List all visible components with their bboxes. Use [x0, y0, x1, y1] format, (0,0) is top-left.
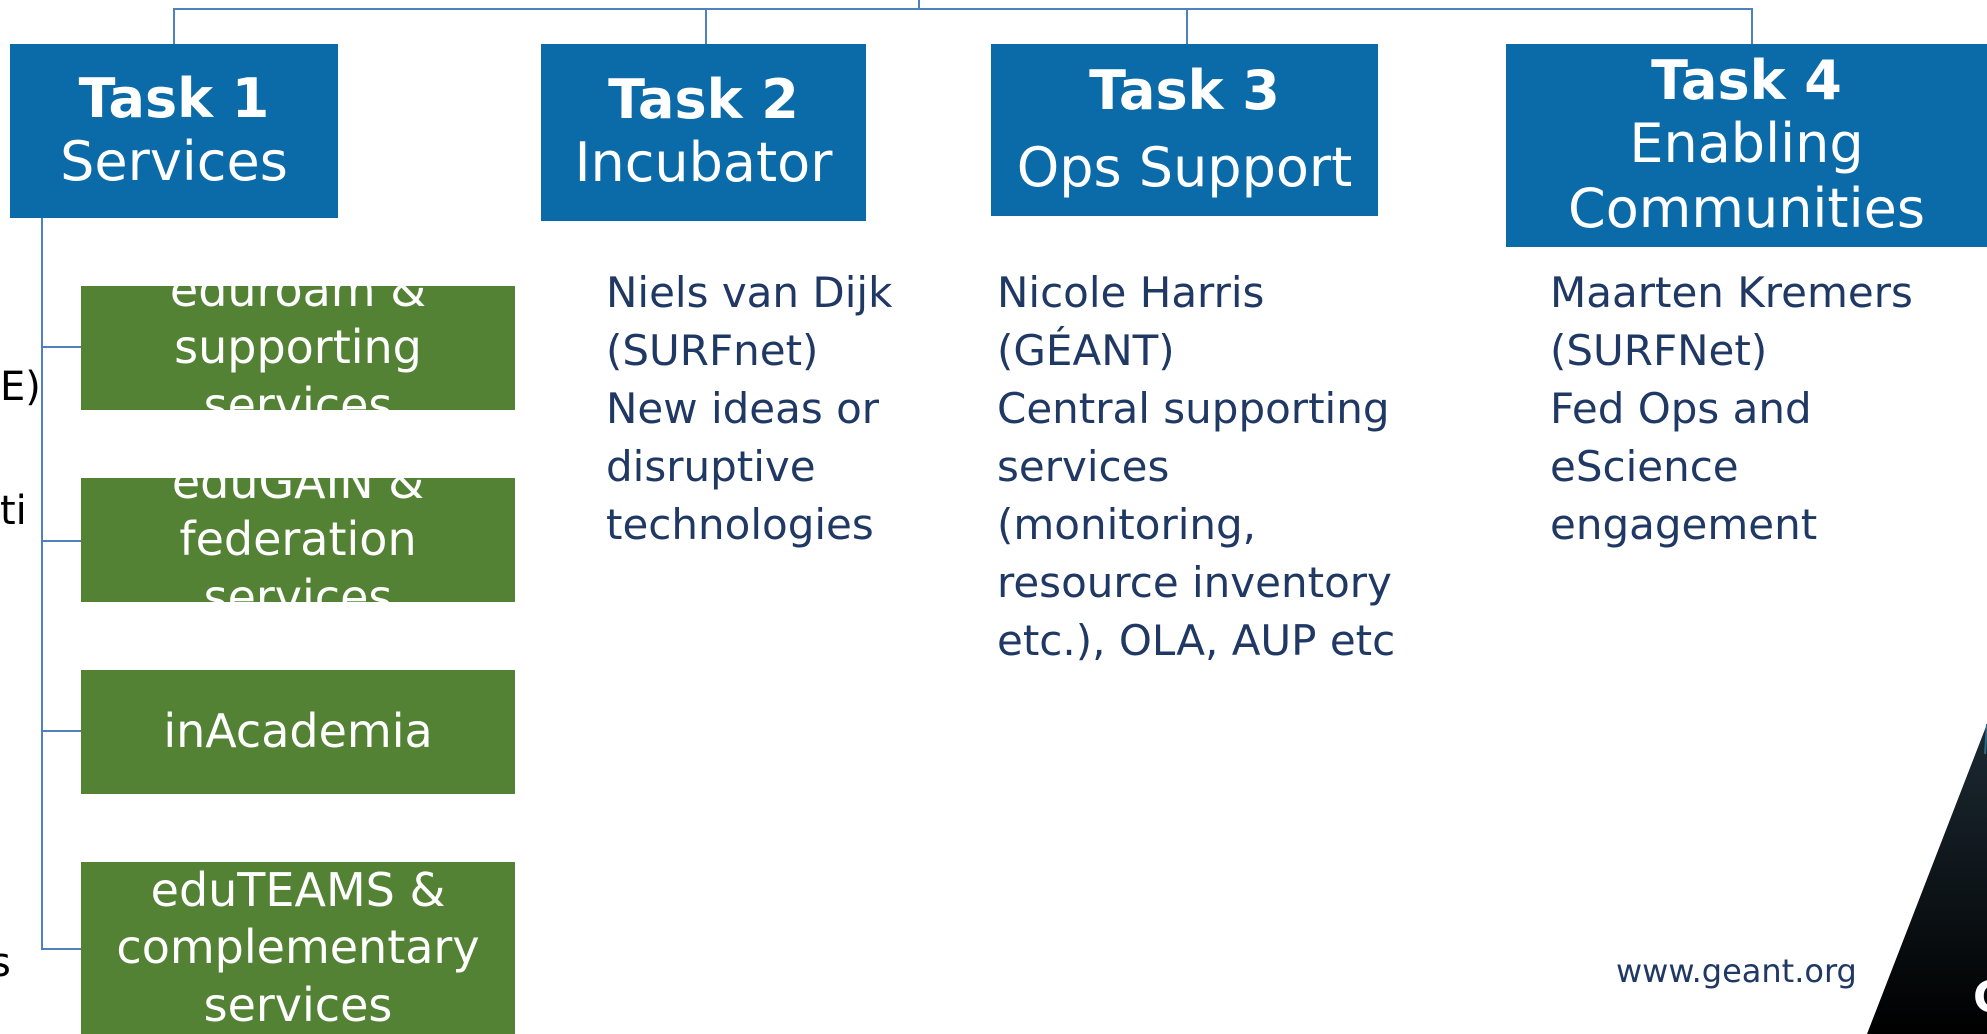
geant-logo-corner: G	[1867, 723, 1987, 1034]
service-eduroam-line2: supporting services	[174, 320, 422, 432]
task-4-subtitle-line2: Communities	[1568, 176, 1925, 240]
left-edge-fragment: ti	[0, 488, 27, 534]
service-3-branch	[41, 730, 81, 732]
service-edugain-box: eduGAIN & federation services	[81, 455, 515, 624]
left-edge-fragment: E)	[0, 364, 41, 410]
task-2-details: Niels van Dijk (SURFnet) New ideas or di…	[606, 264, 892, 554]
logo-letter: G	[1973, 972, 1987, 1023]
task-4-subtitle-line1: Enabling	[1629, 111, 1864, 175]
task-3-subtitle: Ops Support	[1016, 135, 1353, 199]
task-3-box: Task 3 Ops Support	[991, 44, 1378, 216]
task-4-desc-line: Fed Ops and	[1550, 384, 1812, 433]
service-inacademia-box: inAcademia	[81, 670, 515, 794]
task-1-title: Task 1	[78, 66, 270, 130]
task-3-title: Task 3	[1089, 58, 1280, 122]
task3-connector	[1186, 8, 1188, 44]
task-2-lead: Niels van Dijk	[606, 268, 893, 317]
service-2-branch	[41, 540, 81, 542]
task-3-desc-line: Central supporting	[997, 384, 1390, 433]
service-eduroam-line1: eduroam &	[169, 262, 427, 317]
task-4-box: Task 4 Enabling Communities	[1506, 44, 1987, 247]
task-4-org: (SURFNet)	[1550, 326, 1768, 375]
task-2-desc-line: technologies	[606, 500, 874, 549]
logo-wedge-shape	[1867, 724, 1987, 1034]
task1-connector	[173, 8, 175, 44]
task-2-desc-line: disruptive	[606, 442, 816, 491]
service-eduteams-line1: eduTEAMS &	[150, 862, 446, 917]
task-2-org: (SURFnet)	[606, 326, 819, 375]
task2-connector	[705, 8, 707, 44]
task-4-lead: Maarten Kremers	[1550, 268, 1913, 317]
task-2-desc-line: New ideas or	[606, 384, 880, 433]
service-eduteams-box: eduTEAMS & complementary services	[81, 862, 515, 1034]
service-eduroam-box: eduroam & supporting services	[81, 263, 515, 432]
task-2-subtitle: Incubator	[574, 131, 833, 195]
service-1-branch	[41, 346, 81, 348]
task-3-lead: Nicole Harris	[997, 268, 1265, 317]
service-inacademia-label: inAcademia	[163, 704, 433, 759]
task-1-subtitle: Services	[60, 129, 288, 193]
footer-url[interactable]: www.geant.org	[1616, 952, 1857, 990]
task-2-title: Task 2	[608, 68, 799, 132]
top-connector-center	[918, 0, 920, 10]
task-3-desc-line: resource inventory	[997, 558, 1392, 607]
task-3-desc-line: services	[997, 442, 1170, 491]
task-4-details: Maarten Kremers (SURFNet) Fed Ops and eS…	[1550, 264, 1913, 554]
task4-connector	[1751, 8, 1753, 44]
task-4-desc-line: engagement	[1550, 500, 1818, 549]
task-2-box: Task 2 Incubator	[541, 44, 866, 221]
service-eduteams-line3: services	[203, 977, 393, 1032]
services-vertical-connector	[41, 218, 43, 950]
task-4-desc-line: eScience	[1550, 442, 1739, 491]
service-4-branch	[41, 948, 81, 950]
task-3-details: Nicole Harris (GÉANT) Central supporting…	[997, 264, 1395, 670]
task-1-box: Task 1 Services	[10, 44, 338, 218]
service-eduteams-line2: complementary	[116, 920, 480, 975]
task-3-desc-line: (monitoring,	[997, 500, 1257, 549]
service-edugain-line1: eduGAIN &	[171, 454, 425, 509]
top-connector-horizontal	[173, 8, 1753, 10]
task-3-desc-line: etc.), OLA, AUP etc	[997, 616, 1396, 665]
service-edugain-line2: federation services	[179, 512, 417, 624]
task-3-org: (GÉANT)	[997, 326, 1175, 375]
task-4-title: Task 4	[1651, 48, 1842, 112]
left-edge-fragment: s	[0, 940, 11, 986]
